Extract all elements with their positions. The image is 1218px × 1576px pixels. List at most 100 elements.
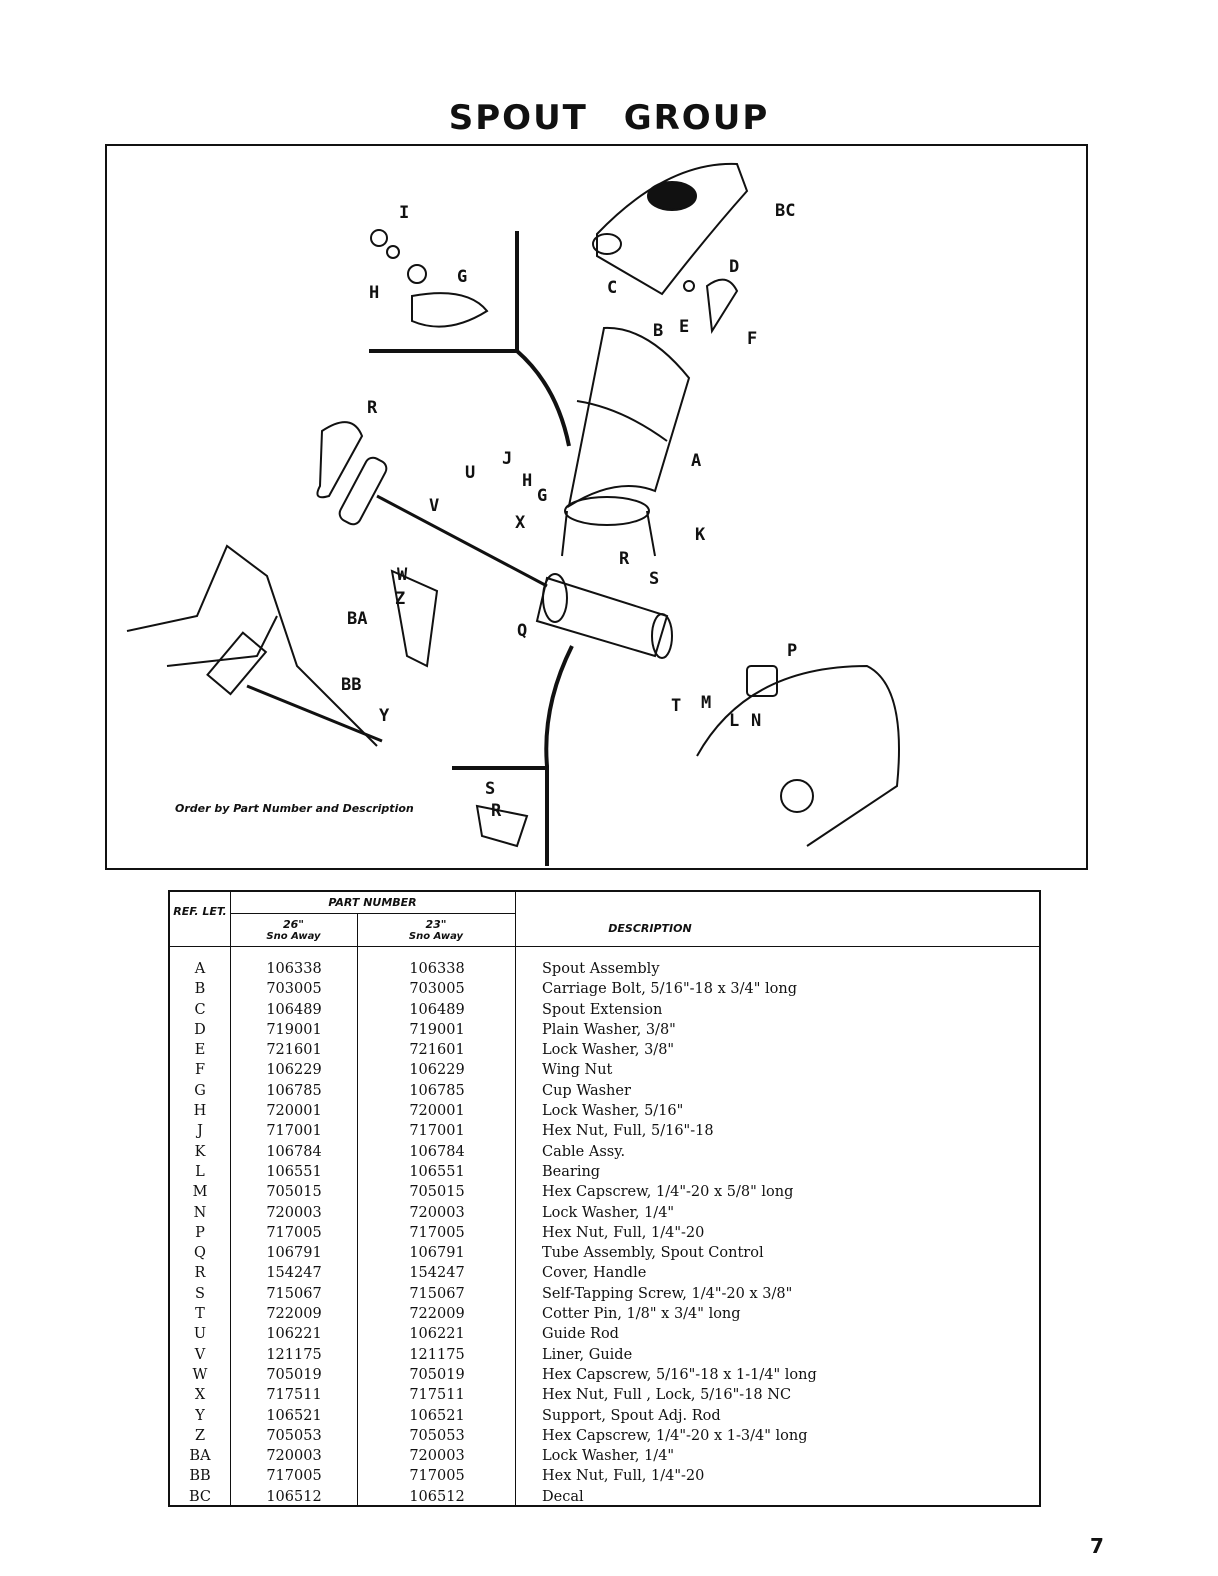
ref-cell: F: [194, 1062, 206, 1079]
callout-v: V: [429, 496, 439, 516]
callout-bc: BC: [775, 201, 795, 221]
description-cell: Lock Washer, 5/16": [542, 1103, 684, 1120]
part-23-cell: 720001: [409, 1103, 465, 1120]
ref-cell: W: [192, 1366, 208, 1383]
frame-right: [696, 664, 900, 847]
callout-s: S: [649, 569, 659, 589]
callout-c: C: [607, 278, 617, 298]
part-26-cell: 106784: [266, 1143, 322, 1160]
callout-m: M: [701, 693, 711, 713]
part-26-cell: 106785: [266, 1082, 322, 1099]
ref-cell: P: [195, 1224, 205, 1241]
part-26-cell: 719001: [266, 1021, 322, 1038]
callout-n: N: [751, 711, 761, 731]
part-26-cell: 717005: [266, 1468, 322, 1485]
callout-d: D: [729, 257, 739, 277]
order-note: Order by Part Number and Description: [175, 802, 414, 815]
part-23-cell: 717005: [409, 1468, 465, 1485]
description-cell: Lock Washer, 1/4": [542, 1204, 675, 1221]
ref-cell: S: [195, 1285, 205, 1302]
callout-h2: H: [522, 471, 532, 491]
description-cell: Wing Nut: [542, 1062, 613, 1079]
part-26-cell: 106521: [266, 1407, 322, 1424]
callout-w: W: [397, 565, 408, 585]
description-cell: Hex Capscrew, 1/4"-20 x 5/8" long: [542, 1184, 794, 1201]
header-description: DESCRIPTION: [608, 922, 692, 935]
description-cell: Support, Spout Adj. Rod: [542, 1407, 721, 1424]
part-23-cell: 121175: [409, 1346, 465, 1363]
housing-outline: [369, 231, 519, 353]
ref-cell: A: [194, 961, 206, 977]
ref-cell: BB: [189, 1468, 211, 1485]
ref-cell: X: [194, 1387, 206, 1404]
callout-ba: BA: [347, 609, 367, 629]
part-23-cell: 717005: [409, 1224, 465, 1241]
part-26-cell: 722009: [266, 1306, 322, 1323]
description-cell: Hex Nut, Full, 5/16"-18: [542, 1123, 714, 1140]
part-23-cell: 720003: [409, 1204, 465, 1221]
callout-u: U: [465, 463, 475, 483]
part-26-cell: 717001: [266, 1123, 322, 1140]
part-26-cell: 106512: [266, 1488, 322, 1505]
guide-rod: [376, 494, 548, 588]
page-title: SPOUT GROUP: [448, 98, 770, 138]
part-23-cell: 106785: [409, 1082, 465, 1099]
description-cell: Bearing: [542, 1163, 601, 1180]
header-26-model: Sno Away: [266, 931, 321, 942]
header-ref: REF. LET.: [173, 905, 227, 918]
handle-cover: [316, 421, 364, 499]
callout-r3: R: [491, 801, 502, 821]
spout-extension: [596, 162, 749, 296]
part-23-cell: 705053: [409, 1427, 465, 1444]
ref-cell: L: [195, 1163, 205, 1180]
part-23-cell: 721601: [409, 1042, 465, 1059]
part-26-cell: 106551: [266, 1163, 322, 1180]
callout-t: T: [671, 696, 681, 716]
callout-i: I: [399, 203, 409, 223]
callout-r2: R: [619, 549, 630, 569]
part-23-cell: 715067: [409, 1285, 465, 1302]
header-26-size: 26": [282, 918, 305, 931]
callout-h: H: [369, 283, 379, 303]
description-cell: Decal: [542, 1488, 584, 1505]
description-cell: Guide Rod: [542, 1326, 619, 1343]
description-cell: Carriage Bolt, 5/16"-18 x 3/4" long: [542, 981, 798, 998]
part-26-cell: 705015: [266, 1184, 322, 1201]
ref-cell: D: [194, 1021, 206, 1038]
part-26-cell: 720003: [266, 1204, 322, 1221]
part-26-cell: 705053: [266, 1427, 322, 1444]
ref-cell: G: [194, 1082, 206, 1099]
ref-cell: V: [194, 1346, 206, 1363]
header-26: 26" Sno Away: [230, 919, 357, 943]
part-26-cell: 106489: [266, 1001, 322, 1018]
description-cell: Spout Assembly: [542, 961, 660, 977]
callout-g: G: [457, 267, 467, 287]
callout-s2: S: [485, 779, 495, 799]
part-23-cell: 106551: [409, 1163, 465, 1180]
description-cell: Plain Washer, 3/8": [542, 1021, 676, 1038]
ref-cell: E: [194, 1042, 206, 1059]
ref-cell: R: [194, 1265, 206, 1282]
callout-l: L: [729, 711, 739, 731]
part-23-cell: 717511: [409, 1387, 465, 1404]
part-26-cell: 717005: [266, 1224, 322, 1241]
ref-cell: Q: [194, 1245, 206, 1262]
ref-cell: BA: [189, 1448, 211, 1465]
callout-f: F: [747, 329, 757, 349]
part-23-cell: 106521: [409, 1407, 465, 1424]
tube-assembly: [535, 576, 669, 658]
header-part-number: PART NUMBER: [328, 896, 417, 909]
